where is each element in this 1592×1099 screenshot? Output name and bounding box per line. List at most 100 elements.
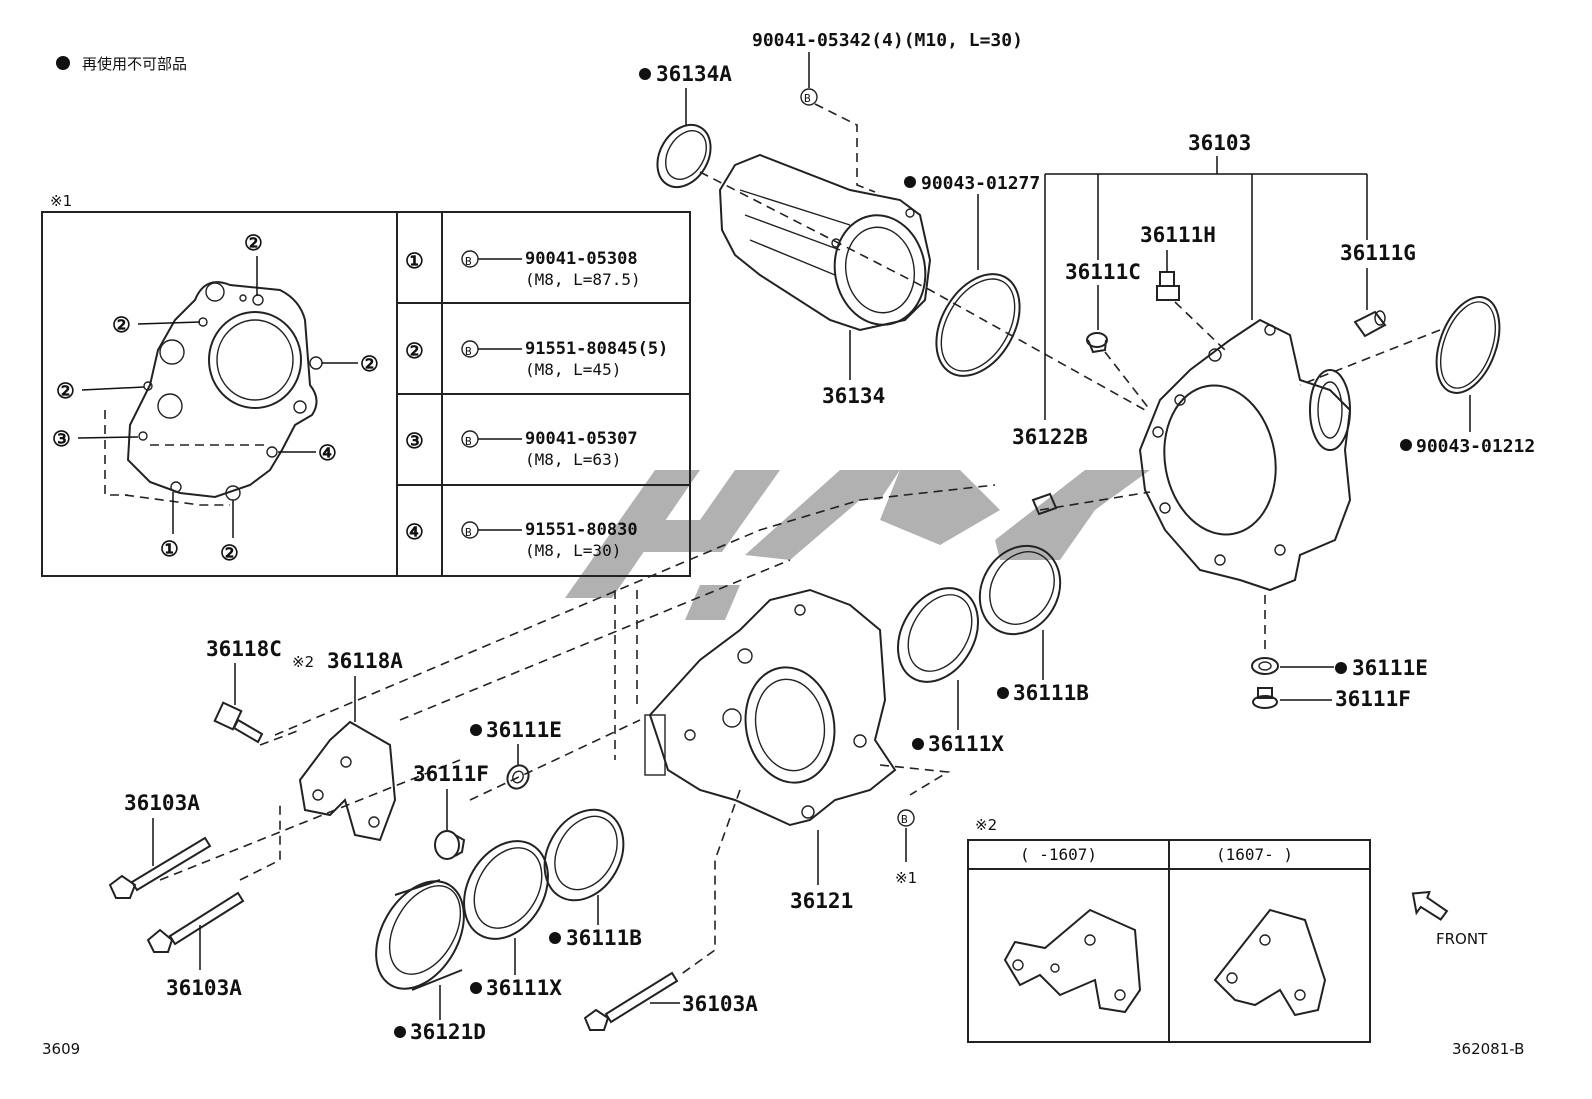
svg-text:②: ② [112, 313, 131, 337]
label-36103A-3: 36103A [682, 992, 758, 1016]
label-36111B-left: 36111B [566, 926, 642, 950]
part-36111E-gasket-left [506, 764, 530, 790]
part-36103A-bolt-1 [108, 836, 212, 899]
part-90043-01212-oring [1435, 296, 1501, 394]
svg-text:④: ④ [405, 520, 424, 544]
svg-text:91551-80845(5): 91551-80845(5) [525, 339, 668, 359]
part-36103A-bolt-2 [146, 891, 245, 953]
non-reusable-mark-36111B-right [997, 687, 1009, 699]
label-36103A-1: 36103A [124, 791, 200, 815]
label-36111H: 36111H [1140, 223, 1216, 247]
svg-text:(M8, L=30): (M8, L=30) [525, 541, 621, 560]
svg-text:③: ③ [52, 427, 71, 451]
label-36122B: 36122B [1012, 425, 1088, 449]
svg-text:B: B [465, 435, 472, 448]
part-36111E-gasket-right [1251, 657, 1279, 675]
part-36103-transfer-case [1138, 318, 1352, 592]
part-36111X-seal-left [463, 840, 549, 940]
front-label: FRONT [1436, 930, 1488, 948]
svg-text:②: ② [244, 231, 263, 255]
watermark-logo [565, 470, 1150, 620]
non-reusable-mark-36134A [639, 68, 651, 80]
footer-right: 362081-B [1452, 1040, 1524, 1058]
label-36103: 36103 [1188, 131, 1251, 155]
front-arrow-icon [1411, 890, 1449, 921]
label-36118A: 36118A [327, 649, 403, 673]
non-reusable-mark-90043-01212 [1400, 439, 1412, 451]
inset-1-row-1: ① B 90041-05308 (M8, L=87.5) [405, 249, 641, 289]
legend-text: 再使用不可部品 [82, 55, 187, 73]
inset-2: ※2 ( -1607) (1607- ) [967, 816, 1371, 1043]
part-36121-rear-housing [644, 588, 897, 827]
part-36121D-seal [375, 879, 465, 991]
part-36111H-breather [1156, 271, 1180, 301]
svg-text:B: B [465, 345, 472, 358]
label-90041-05342: 90041-05342(4)(M10, L=30) [752, 30, 1023, 51]
svg-text:②: ② [220, 541, 239, 565]
part-36111X-seal-right [897, 587, 979, 683]
part-36122B-pin [1031, 492, 1058, 516]
label-36111X-left: 36111X [486, 976, 562, 1000]
label-36111F-right: 36111F [1335, 687, 1411, 711]
part-36111F-plug-right [1252, 687, 1278, 709]
svg-text:B: B [465, 255, 472, 268]
label-36111E-left: 36111E [486, 718, 562, 742]
svg-text:(M8, L=45): (M8, L=45) [525, 360, 621, 379]
svg-text:B: B [901, 813, 908, 826]
part-36111F-plug-left [434, 830, 466, 860]
part-36111B-seal-left [543, 808, 625, 902]
mark-2: ※2 [292, 653, 314, 671]
svg-text:90041-05307: 90041-05307 [525, 429, 638, 449]
inset-1-housing-drawing [104, 281, 323, 506]
mark-1: ※1 [895, 869, 917, 887]
label-90043-01212: 90043-01212 [1416, 436, 1535, 457]
label-36134: 36134 [822, 384, 885, 408]
part-36118C-bolt [213, 701, 264, 744]
non-reusable-mark-36111B-left [549, 932, 561, 944]
label-36121D: 36121D [410, 1020, 486, 1044]
part-36134-extension-housing [718, 153, 932, 332]
part-36111G-plug [1353, 310, 1387, 338]
inset-1-row-4: ④ B 91551-80830 (M8, L=30) [405, 520, 638, 560]
non-reusable-mark-90043-01277 [904, 176, 916, 188]
svg-text:③: ③ [405, 429, 424, 453]
part-36103A-bolt-3 [583, 971, 679, 1031]
part-36134A-seal [656, 124, 712, 188]
svg-text:B: B [465, 526, 472, 539]
label-36118C: 36118C [206, 637, 282, 661]
svg-text:(M8, L=63): (M8, L=63) [525, 450, 621, 469]
inset-2-col-2: (1607- ) [1216, 845, 1293, 864]
non-reusable-mark-36111X-right [912, 738, 924, 750]
part-90043-01277-oring [935, 273, 1021, 377]
inset-1: ※1 ① B 90041-05308 (M8, L=87.5) ② B 9155… [41, 192, 691, 577]
inset-1-row-3: ③ B 90041-05307 (M8, L=63) [405, 429, 638, 469]
label-90043-01277: 90043-01277 [921, 173, 1040, 194]
label-36111B-right: 36111B [1013, 681, 1089, 705]
part-36111C-plug [1086, 332, 1108, 354]
svg-text:91551-80830: 91551-80830 [525, 520, 638, 540]
svg-text:②: ② [56, 379, 75, 403]
non-reusable-mark-36111E-right [1335, 662, 1347, 674]
svg-text:④: ④ [318, 441, 337, 465]
label-36134A: 36134A [656, 62, 732, 86]
label-36111X-right: 36111X [928, 732, 1004, 756]
svg-text:B: B [804, 92, 811, 105]
non-reusable-bullet-icon [56, 56, 70, 70]
footer-left: 3609 [42, 1040, 80, 1058]
svg-text:90041-05308: 90041-05308 [525, 249, 638, 269]
label-36111E-right: 36111E [1352, 656, 1428, 680]
svg-text:①: ① [405, 249, 424, 273]
non-reusable-mark-36111E-left [470, 724, 482, 736]
non-reusable-mark-36111X-left [470, 982, 482, 994]
svg-text:②: ② [405, 339, 424, 363]
part-36111B-seal-right [978, 544, 1062, 636]
part-36118A-bracket [298, 720, 397, 842]
label-36111G: 36111G [1340, 241, 1416, 265]
label-36111F-left: 36111F [413, 762, 489, 786]
label-36111C: 36111C [1065, 260, 1141, 284]
inset-2-mark: ※2 [975, 816, 997, 834]
svg-text:①: ① [160, 537, 179, 561]
inset-2-bracket-new [1213, 908, 1327, 1017]
